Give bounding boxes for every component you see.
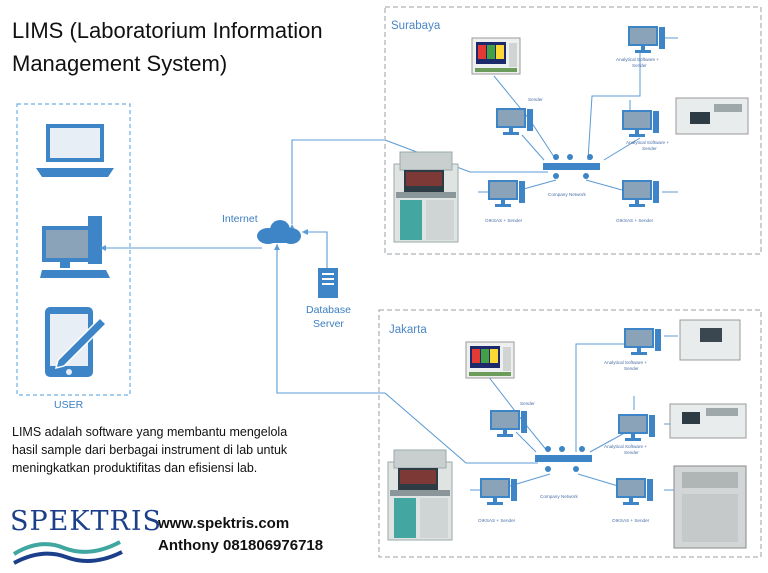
page-title: LIMS (Laboratorium Information Managemen… <box>12 14 323 80</box>
title-line1: LIMS (Laboratorium Information <box>12 18 323 43</box>
title-line2: Management System) <box>12 51 228 76</box>
jakarta-spectrometer-top-device <box>679 319 741 361</box>
jakarta-oiksas-right-monitor-icon <box>616 478 653 505</box>
jakarta-site-box <box>378 309 762 558</box>
spektris-logo-text: SPEKTRIS <box>10 506 163 537</box>
jakarta-analytical-mid-line2: Sender <box>624 450 639 455</box>
surabaya-oiksas-right-label: OIKSAS + Sender <box>616 218 654 223</box>
internet-cloud-icon <box>257 220 301 244</box>
jakarta-sender-monitor-icon <box>490 410 527 437</box>
jakarta-network-label: Company Network <box>540 494 578 499</box>
surabaya-sender-label: Sender <box>528 97 543 102</box>
surabaya-oiksas-left-monitor-icon <box>488 180 525 207</box>
jakarta-analytical-monitor-top-icon <box>624 328 661 355</box>
contact-person-text: Anthony 081806976718 <box>158 537 324 554</box>
jakarta-oiksas-right-label: OIKSAS + Sender <box>612 518 650 523</box>
contact-info: www.spektris.com Anthony 081806976718 <box>158 513 323 557</box>
database-label-line2: Server <box>313 318 344 330</box>
jakarta-spectrometer-mid-device <box>669 403 747 439</box>
surabaya-spectrometer-device <box>675 97 749 135</box>
website-text: www.spektris.com <box>158 515 290 532</box>
spektris-logo-waves <box>12 540 123 565</box>
database-label-line1: Database <box>306 304 351 316</box>
surabaya-network-label: Company Network <box>548 192 586 197</box>
jakarta-analytical-mid-line1: Analytical Software + <box>604 444 647 449</box>
surabaya-analytical-mid-line2: Sender <box>642 146 657 151</box>
tablet-icon <box>45 307 108 377</box>
description-line2: hasil sample dari berbagai instrument di… <box>12 443 288 457</box>
description-line1: LIMS adalah software yang membantu menge… <box>12 425 288 439</box>
connection-lines <box>100 139 548 464</box>
jakarta-panel-device <box>465 341 515 379</box>
jakarta-oiksas-left-monitor-icon <box>480 478 517 505</box>
laptop-icon <box>36 124 114 177</box>
surabaya-analytical-monitor-mid-icon <box>622 110 659 137</box>
surabaya-network-bar <box>543 163 600 170</box>
surabaya-site-box <box>384 6 762 255</box>
surabaya-oiksas-right-monitor-icon <box>622 180 659 207</box>
jakarta-analytical-monitor-mid-icon <box>618 414 655 441</box>
surabaya-cabinet-instrument <box>393 151 459 243</box>
jakarta-analytical-top-line2: Sender <box>624 366 639 371</box>
surabaya-label: Surabaya <box>391 20 441 32</box>
internet-label: Internet <box>222 213 258 225</box>
jakarta-cabinet-instrument <box>387 449 453 541</box>
jakarta-label: Jakarta <box>389 324 427 336</box>
database-server-icon <box>318 268 338 298</box>
surabaya-sender-monitor-icon <box>496 108 533 135</box>
jakarta-analytical-top-line1: Analytical Software + <box>604 360 647 365</box>
surabaya-analytical-top-line2: Sender <box>632 63 647 68</box>
jakarta-sender-label: Sender <box>520 401 535 406</box>
surabaya-analytical-monitor-top-icon <box>628 26 665 53</box>
user-label: USER <box>54 399 84 411</box>
surabaya-panel-device <box>471 37 521 75</box>
description: LIMS adalah software yang membantu menge… <box>12 423 372 477</box>
surabaya-analytical-mid-line1: Analytical Software + <box>626 140 669 145</box>
jakarta-network-bar <box>535 455 592 462</box>
description-line3: meningkatkan produktifitas dan efisiensi… <box>12 461 258 475</box>
surabaya-analytical-top-line1: Analytical Software + <box>616 57 659 62</box>
jakarta-large-instrument-device <box>673 465 747 549</box>
user-group-box <box>16 103 131 396</box>
surabaya-oiksas-left-label: OIKSAS + Sender <box>485 218 523 223</box>
jakarta-oiksas-left-label: OIKSAS + Sender <box>478 518 516 523</box>
desktop-pc-icon <box>40 216 110 278</box>
